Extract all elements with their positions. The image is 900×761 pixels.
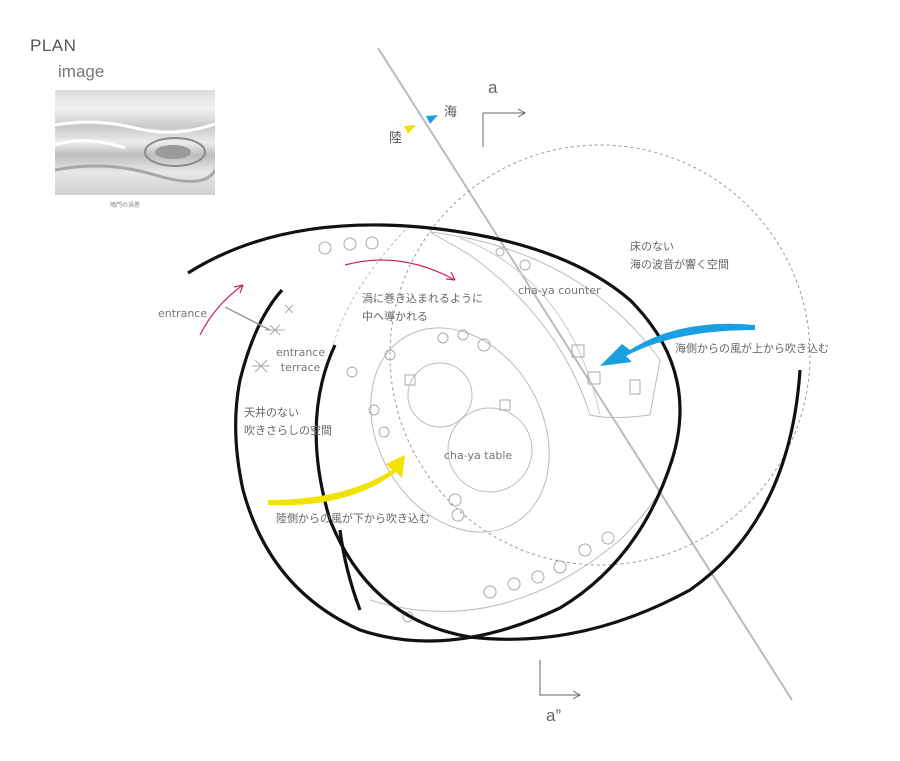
entrance-terrace-line-1: entrance xyxy=(276,346,326,359)
counter-band xyxy=(429,231,661,418)
section-mark-bottom xyxy=(539,660,582,700)
entrance-terrace-label: entrance terrace xyxy=(276,345,325,375)
table-circle-lower xyxy=(447,407,533,493)
seating-stools xyxy=(318,236,641,623)
entrance-wall xyxy=(338,529,362,611)
table-label: cha-ya table xyxy=(444,449,513,462)
land-wind-arrow xyxy=(268,455,405,506)
vortex-guide-line-1: 渦に巻き込まれるように xyxy=(362,292,483,305)
whirlpool-photo-drawing xyxy=(55,120,215,183)
sea-wind-arrow xyxy=(600,323,755,366)
image-title: image xyxy=(58,62,105,81)
terrace-plants xyxy=(252,304,294,373)
no-ceiling-line-2: 吹きさらしの空間 xyxy=(244,424,332,437)
plan-title: PLAN xyxy=(30,36,77,55)
section-mark-bottom-label: a” xyxy=(546,706,562,725)
outer-shell-curve xyxy=(187,223,682,643)
vortex-guide-label: 渦に巻き込まれるように 中へ導かれる xyxy=(362,290,483,326)
inner-dashed-arc xyxy=(329,229,406,361)
table-circle-upper xyxy=(407,362,473,428)
no-floor-label: 床のない 海の波音が響く空間 xyxy=(630,238,729,274)
sea-wind-label: 海側からの風が上から吹き込む xyxy=(675,342,829,355)
counter-label: cha-ya counter xyxy=(518,284,601,297)
land-direction-icon xyxy=(404,125,416,134)
photo-caption: 鳴門の渦巻 xyxy=(110,202,141,209)
sea-direction-icon xyxy=(426,115,438,124)
section-cut-line xyxy=(377,47,793,701)
lower-seating-curve xyxy=(369,469,671,612)
no-ceiling-label: 天井のない 吹きさらしの空間 xyxy=(244,404,332,440)
dashed-boundary-circle xyxy=(389,144,811,566)
land-wind-label: 陸側からの風が下から吹き込む xyxy=(276,512,430,525)
no-floor-line-1: 床のない xyxy=(630,240,674,253)
entrance-label: entrance xyxy=(158,307,208,320)
vortex-guide-line-2: 中へ導かれる xyxy=(362,310,428,323)
entrance-gate xyxy=(224,306,271,331)
inner-shell-curve xyxy=(314,344,802,641)
section-mark-top xyxy=(482,108,527,147)
no-ceiling-line-1: 天井のない xyxy=(244,406,299,419)
land-label: 陸 xyxy=(389,131,403,146)
counter-inner-line xyxy=(459,237,601,416)
sea-label: 海 xyxy=(444,105,458,120)
table-oval xyxy=(370,327,550,533)
entrance-arrow xyxy=(199,284,244,336)
no-floor-line-2: 海の波音が響く空間 xyxy=(630,258,729,271)
whirlpool-photo xyxy=(55,90,215,195)
section-mark-top-label: a xyxy=(488,78,498,97)
vortex-arrow xyxy=(344,259,456,281)
entrance-terrace-line-2: terrace xyxy=(280,361,321,374)
